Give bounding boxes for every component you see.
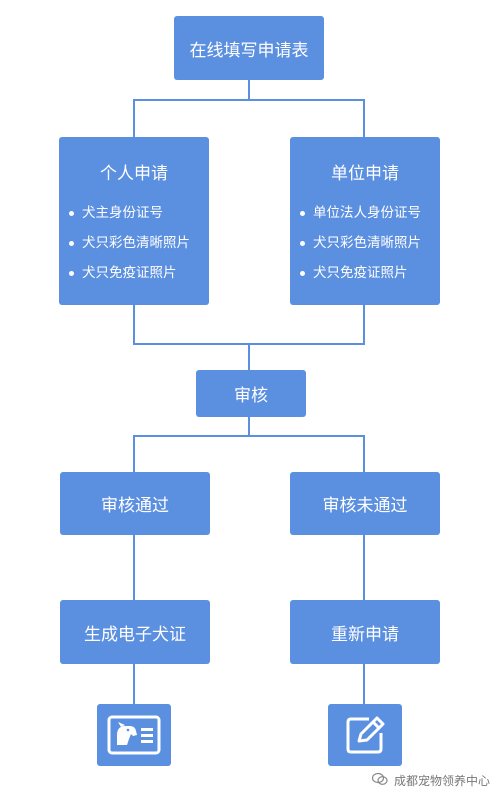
- connector-generate-down: [133, 664, 135, 704]
- step-label: 审核: [234, 386, 268, 406]
- bullet-icon: [300, 240, 305, 246]
- step-online-application-form: 在线填写申请表: [174, 16, 324, 80]
- step-generate-e-dog-license: 生成电子犬证: [60, 600, 210, 664]
- list-item: 犬主身份证号: [69, 198, 209, 228]
- list-item: 单位法人身份证号: [300, 198, 440, 228]
- connector-left-down: [133, 305, 135, 345]
- connector-review-down: [248, 417, 250, 436]
- connector-review-left-drop: [133, 435, 135, 472]
- step-rejected: 审核未通过: [290, 472, 440, 535]
- list-item: 犬只免疫证照片: [300, 258, 440, 288]
- bullet-icon: [300, 210, 305, 216]
- bullet-icon: [300, 270, 305, 276]
- step-label: 重新申请: [331, 624, 399, 645]
- connector-top-vertical: [248, 80, 250, 100]
- personal-application-box: 个人申请 犬主身份证号 犬只彩色清晰照片 犬只免疫证照片: [59, 137, 209, 305]
- company-application-title: 单位申请: [331, 164, 399, 184]
- company-requirements-list: 单位法人身份证号 犬只彩色清晰照片 犬只免疫证照片: [290, 198, 440, 288]
- step-label: 生成电子犬证: [84, 624, 186, 645]
- step-label: 审核通过: [101, 496, 169, 516]
- list-item: 犬只免疫证照片: [69, 258, 209, 288]
- step-label: 审核未通过: [322, 496, 408, 516]
- step-approved: 审核通过: [60, 472, 210, 535]
- connector-top-right-drop: [363, 99, 365, 137]
- list-item: 犬只彩色清晰照片: [300, 228, 440, 258]
- bullet-icon: [69, 210, 74, 216]
- connector-mid-vertical: [248, 343, 250, 370]
- connector-reapply-down: [363, 664, 365, 704]
- step-review: 审核: [196, 370, 306, 417]
- connector-review-horizontal: [133, 435, 365, 437]
- dog-id-card-icon: [97, 704, 171, 766]
- connector-top-left-drop: [133, 99, 135, 137]
- connector-right-down: [363, 305, 365, 345]
- connector-top-horizontal: [133, 99, 365, 101]
- personal-requirements-list: 犬主身份证号 犬只彩色清晰照片 犬只免疫证照片: [59, 198, 209, 288]
- edit-pen-icon: [328, 704, 402, 766]
- watermark-text: 成都宠物领养中心: [393, 774, 490, 788]
- connector-review-right-drop: [363, 435, 365, 472]
- watermark: 成都宠物领养中心: [371, 772, 490, 789]
- connector-approved-down: [133, 535, 135, 600]
- list-item: 犬只彩色清晰照片: [69, 228, 209, 258]
- connector-rejected-down: [363, 535, 365, 600]
- wechat-icon: [371, 772, 388, 789]
- personal-application-title: 个人申请: [100, 164, 168, 184]
- bullet-icon: [69, 270, 74, 276]
- step-label: 在线填写申请表: [189, 40, 309, 61]
- bullet-icon: [69, 240, 74, 246]
- company-application-box: 单位申请 单位法人身份证号 犬只彩色清晰照片 犬只免疫证照片: [290, 137, 440, 305]
- step-reapply: 重新申请: [290, 600, 440, 664]
